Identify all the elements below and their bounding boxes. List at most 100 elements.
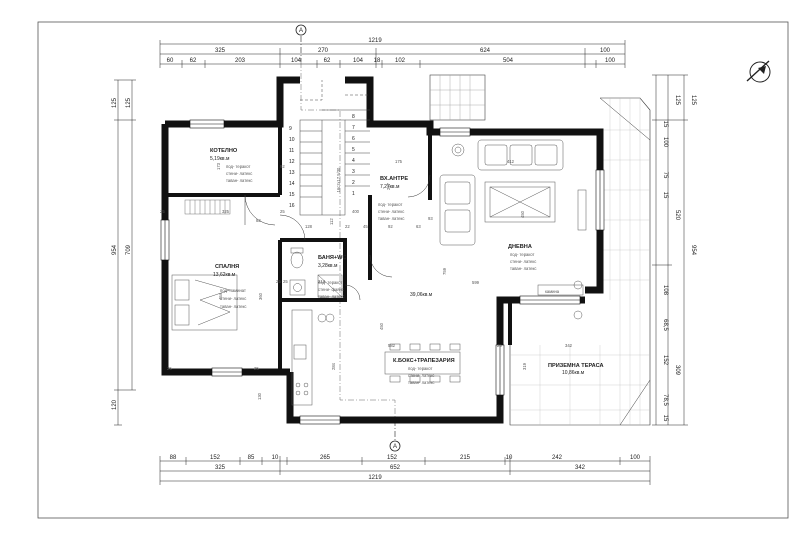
stair-step-11: 11 <box>289 148 294 154</box>
room-boiler-finish-ceiling: таван- латекс <box>226 178 252 183</box>
dim-top-1c: 624 <box>480 48 491 54</box>
dim-top-2i: 504 <box>503 58 514 64</box>
dim-top-2h: 102 <box>395 58 406 64</box>
dim-bottom-1c: 85 <box>248 455 255 461</box>
dim-right-inner-2: 520 <box>674 210 680 221</box>
dim-top-2c: 203 <box>235 58 246 64</box>
room-living-finish-ceiling: таван- латекс <box>510 266 536 271</box>
section-marker-top: A <box>295 24 307 62</box>
dim-int-130: 130 <box>257 392 262 400</box>
room-entrance-finish-floor: под- теракот <box>378 202 402 207</box>
section-marker-bottom-label: A <box>393 444 397 450</box>
dim-bottom-1b: 152 <box>210 455 221 461</box>
stair-step-13: 13 <box>289 170 295 176</box>
dim-int-25b: 25 <box>280 209 285 214</box>
dim-bottom-1i: 242 <box>552 455 563 461</box>
kitchen-counter <box>291 309 335 406</box>
walls <box>161 76 604 424</box>
stair-step-2: 2 <box>352 180 355 186</box>
dim-bottom-2c: 342 <box>575 465 586 471</box>
room-bath-finish-walls: стени- фаянс <box>318 287 344 292</box>
room-boiler-finish-floor: под- теракот <box>226 164 250 169</box>
wardrobe-icon <box>184 199 231 215</box>
dim-top-2b: 62 <box>190 58 197 64</box>
room-kitchen: К.БОКС+ТРАПЕЗАРИЯ под- теракот стени- ла… <box>393 358 455 385</box>
dim-int-45: 45 <box>363 224 368 229</box>
fireplace-icon <box>537 284 584 296</box>
stair-step-15: 15 <box>289 192 295 198</box>
section-marker-top-label: A <box>299 28 303 34</box>
room-bedroom-area: 13,62кв.м <box>213 272 236 278</box>
windows <box>160 119 605 425</box>
dim-int-342: 342 <box>565 343 573 348</box>
room-entrance-finish-walls: стени- латекс <box>378 209 404 214</box>
dim-int-284: 284 <box>331 362 336 370</box>
dim-int-454: 454 <box>218 292 223 300</box>
dim-bottom-1d: 10 <box>272 455 279 461</box>
dim-right-detail-5: 108 <box>662 285 668 296</box>
dim-int-63: 63 <box>416 224 421 229</box>
dim-int-25g: 25 <box>283 279 288 284</box>
dim-int-25c: 25 <box>276 279 281 284</box>
toilet-icon <box>290 247 304 269</box>
dim-right-detail-9: 15 <box>662 415 668 422</box>
dim-bottom-1g: 215 <box>460 455 471 461</box>
stair-step-10: 10 <box>289 137 295 143</box>
dim-top-2a: 60 <box>167 58 174 64</box>
dim-int-599: 599 <box>472 280 480 285</box>
dim-int-412: 412 <box>507 159 515 164</box>
sink-icon <box>289 279 306 296</box>
room-kitchen-name: К.БОКС+ТРАПЕЗАРИЯ <box>393 358 455 364</box>
sheet-frame <box>37 21 789 519</box>
dim-right-inner-3: 309 <box>674 365 680 376</box>
north-arrow-icon <box>746 60 771 83</box>
dim-right-inner-1: 125 <box>674 95 680 106</box>
dim-int-128: 128 <box>305 224 313 229</box>
dim-top-2e: 62 <box>324 58 331 64</box>
dim-right-detail-4: 15 <box>662 192 668 199</box>
room-terrace: ПРИЗЕМНА ТЕРАСА 10,86кв.м <box>548 363 604 376</box>
dim-int-297: 297 <box>386 182 391 190</box>
dim-int-25e: 25 <box>497 343 502 348</box>
dim-bottom-1h: 10 <box>506 455 513 461</box>
dim-right-detail-3: 75 <box>662 172 668 179</box>
dim-int-25a: 25 <box>160 209 165 214</box>
dim-int-93: 93 <box>428 216 433 221</box>
room-bath-name: БАНЯ+WC <box>318 255 347 261</box>
room-boiler-area: 5,19кв.м <box>210 156 230 162</box>
dim-left-2: 954 <box>112 244 118 255</box>
dim-int-25f: 25 <box>167 366 172 371</box>
dim-top <box>159 40 626 68</box>
room-bedroom-finish-floor: под- ламинат <box>220 288 246 293</box>
dim-right-1: 125 <box>690 95 696 106</box>
stair-step-8: 8 <box>352 114 355 120</box>
dim-int-92: 92 <box>388 224 393 229</box>
room-bath-finish-floor: под- теракот <box>318 280 342 285</box>
stair-step-16: 16 <box>289 203 295 209</box>
stair-step-7: 7 <box>352 125 355 131</box>
dim-left-3: 120 <box>112 399 118 410</box>
room-boiler-name: КОТЕЛНО <box>210 148 238 154</box>
stair-step-1: 1 <box>352 191 355 197</box>
section-marker-bottom: A <box>389 420 401 452</box>
dim-bottom-1a: 88 <box>170 455 177 461</box>
dim-int-319: 319 <box>522 362 527 370</box>
dim-right-detail-6: 68,5 <box>662 319 668 331</box>
bed-icon <box>171 274 238 331</box>
stair-step-3: 3 <box>352 169 355 175</box>
room-living-name: ДНЕВНА <box>508 244 532 250</box>
fireplace-label: камина <box>545 289 560 294</box>
stair-step-6: 6 <box>352 136 355 142</box>
doors <box>244 174 431 301</box>
dim-top-total: 1219 <box>368 38 382 44</box>
room-kitchen-finish-ceiling: таван- латекс <box>408 380 434 385</box>
dim-right-detail-7: 152 <box>662 355 668 366</box>
dim-int-325: 325 <box>222 209 230 214</box>
room-entrance-area: 7,27кв.м <box>380 184 400 190</box>
dim-top-1b: 270 <box>318 48 329 54</box>
staircase <box>299 80 370 216</box>
dim-int-360: 360 <box>258 292 263 300</box>
room-entrance-finish-ceiling: таван- латекс <box>378 216 404 221</box>
tv-unit-icon <box>577 189 587 231</box>
